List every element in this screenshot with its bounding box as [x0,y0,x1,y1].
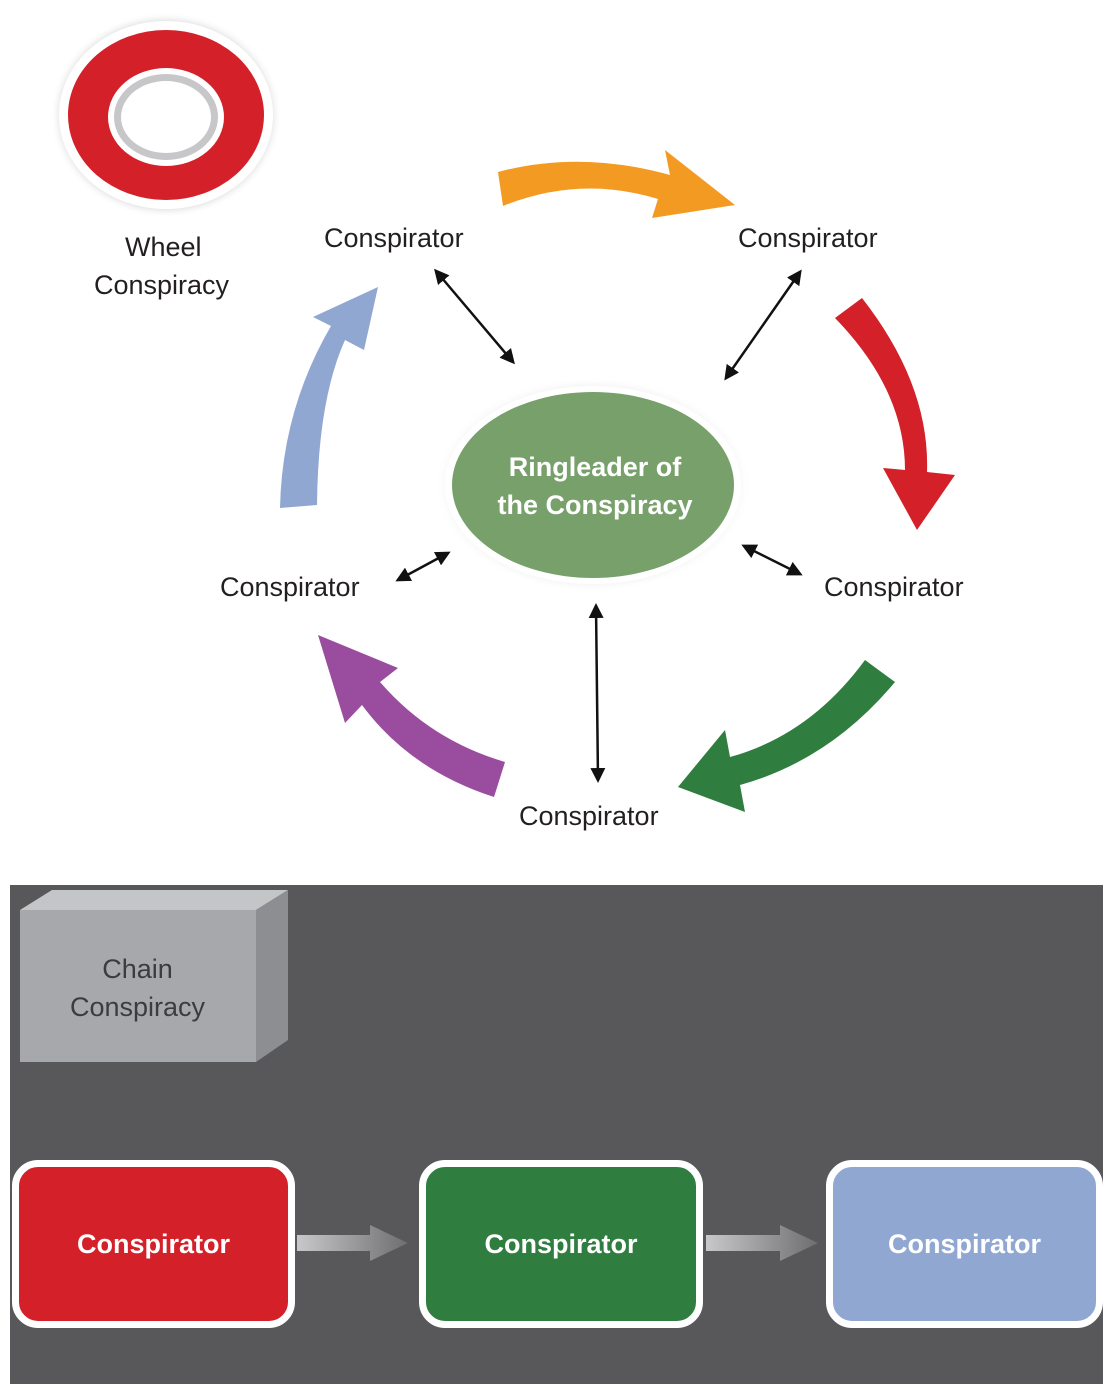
conspirator-right: Conspirator [824,572,964,602]
chain-graphics [20,890,818,1261]
chain-cube-icon [20,890,288,1062]
ringleader-line2: the Conspiracy [497,490,693,520]
chain-conspirator-3-label: Conspirator [887,1228,1041,1259]
cycle-arrow-blue [280,287,378,508]
wheel-legend-line2: Conspiracy [94,270,230,300]
cycle-arrow-green [678,660,895,812]
cycle-arrow-purple [318,635,505,797]
cycle-arrow-red [835,298,955,530]
conspirator-left: Conspirator [220,572,360,602]
ringleader-line1: Ringleader of [508,452,682,482]
connector-left [395,551,451,582]
wheel-legend-line1: Wheel [125,232,202,262]
wheel-conspiracy-diagram: Wheel Conspiracy Ringleader of the Consp… [50,12,964,831]
conspirator-top-right: Conspirator [738,223,878,253]
ringleader-label: Ringleader of the Conspiracy [450,448,740,524]
chain-conspirator-1: Conspirator [12,1160,295,1328]
chain-legend-label: Chain Conspiracy [20,950,255,1026]
chain-conspirator-3: Conspirator [826,1160,1103,1328]
ringleader-node [435,377,751,593]
wheel-ring-icon [50,12,282,218]
connector-top-left [434,268,515,365]
connector-top-right [724,269,802,381]
conspirator-top-left: Conspirator [324,223,464,253]
conspirator-bottom: Conspirator [519,801,659,831]
connector-bottom [588,603,606,783]
connector-right [741,544,803,576]
chain-conspirator-1-label: Conspirator [76,1228,230,1259]
cycle-arrow-orange [498,150,735,218]
chain-arrow-1 [297,1225,408,1261]
chain-legend-line1: Chain [102,954,173,984]
wheel-graphics [50,12,955,812]
chain-legend-line2: Conspiracy [69,992,206,1022]
chain-conspirator-2-label: Conspirator [484,1228,638,1259]
chain-arrow-2 [706,1225,818,1261]
chain-conspirator-2: Conspirator [419,1160,703,1328]
